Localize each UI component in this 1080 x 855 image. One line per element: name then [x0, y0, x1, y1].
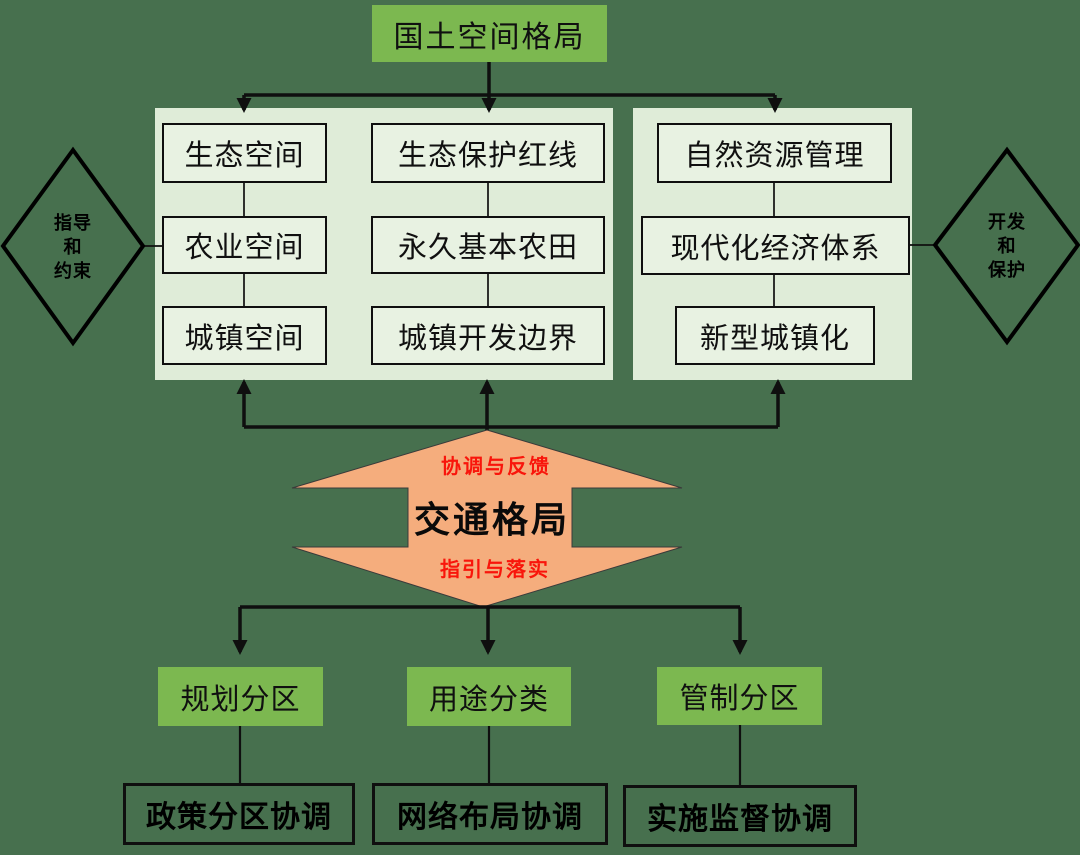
- box-network-coordination: 网络布局协调: [372, 783, 608, 845]
- root-box: 国土空间格局: [372, 5, 607, 62]
- right-diamond-shape: [932, 146, 1080, 346]
- box-urban-space: 城镇空间: [162, 306, 327, 365]
- box-urban-space-label: 城镇空间: [184, 322, 305, 355]
- left-diamond-label: 指导 和 约束: [23, 200, 123, 294]
- left-diamond-shape: [0, 146, 146, 347]
- stacked-box-links: [243, 183, 775, 306]
- box-policy-coordination: 政策分区协调: [123, 783, 355, 845]
- hub-center-label: 交通格局: [392, 494, 592, 540]
- box-basic-farmland-label: 永久基本农田: [397, 232, 578, 264]
- box-policy-coordination-label: 政策分区协调: [146, 801, 332, 834]
- box-supervision-coordination: 实施监督协调: [623, 785, 857, 847]
- box-network-coordination-label: 网络布局协调: [397, 801, 583, 834]
- box-ecological-redline-label: 生态保护红线: [397, 140, 578, 172]
- hub-implement-label: 指引与落实: [395, 551, 595, 583]
- box-control-zones: 管制分区: [657, 667, 822, 725]
- box-agricultural-space: 农业空间: [162, 216, 327, 274]
- box-urban-boundary: 城镇开发边界: [371, 306, 605, 365]
- left-diamond-line1: 指导: [54, 212, 92, 233]
- root-branch-lines: [236, 62, 783, 113]
- box-ecological-space-label: 生态空间: [184, 140, 305, 172]
- right-diamond-line3: 保护: [988, 260, 1026, 281]
- box-new-urbanization-label: 新型城镇化: [699, 322, 850, 355]
- diamond-links: [143, 244, 936, 247]
- box-control-zones-label: 管制分区: [679, 683, 800, 715]
- box-planning-zones-label: 规划分区: [180, 683, 301, 716]
- box-use-classification-label: 用途分类: [428, 683, 549, 716]
- hub-down-lines: [232, 605, 748, 655]
- box-natural-resources: 自然资源管理: [657, 123, 892, 183]
- box-modern-economy-label: 现代化经济体系: [670, 232, 881, 265]
- box-urban-boundary-label: 城镇开发边界: [397, 322, 578, 355]
- box-modern-economy: 现代化经济体系: [641, 216, 910, 275]
- hub-feedback-text: 协调与反馈: [441, 455, 551, 478]
- left-diamond-line2: 和: [63, 236, 83, 257]
- box-basic-farmland: 永久基本农田: [371, 216, 605, 274]
- hub-center-text: 交通格局: [413, 499, 570, 540]
- hub-up-lines: [236, 379, 786, 430]
- right-diamond-label: 开发 和 保护: [957, 199, 1057, 293]
- box-planning-zones: 规划分区: [158, 667, 323, 726]
- hub-feedback-label: 协调与反馈: [396, 448, 596, 480]
- box-ecological-space: 生态空间: [162, 123, 327, 183]
- right-diamond-line1: 开发: [988, 211, 1026, 232]
- box-new-urbanization: 新型城镇化: [675, 306, 875, 365]
- box-supervision-coordination-label: 实施监督协调: [647, 803, 833, 836]
- box-use-classification: 用途分类: [407, 667, 571, 726]
- box-agricultural-space-label: 农业空间: [184, 232, 305, 264]
- box-natural-resources-label: 自然资源管理: [684, 140, 865, 172]
- zone-coordination-links: [238, 725, 742, 785]
- hub-implement-text: 指引与落实: [440, 558, 550, 581]
- left-diamond-line3: 约束: [54, 261, 92, 282]
- root-box-label: 国土空间格局: [393, 20, 586, 54]
- box-ecological-redline: 生态保护红线: [371, 123, 605, 183]
- right-diamond-line2: 和: [997, 235, 1017, 256]
